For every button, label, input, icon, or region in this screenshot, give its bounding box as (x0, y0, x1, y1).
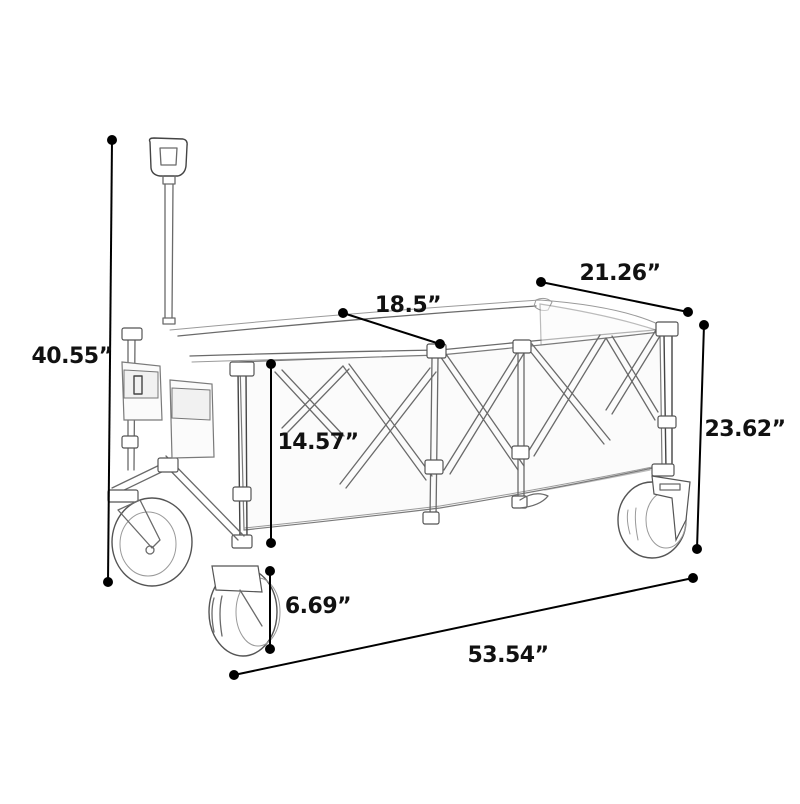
wheel-back-left (111, 497, 193, 587)
dim-basket-depth (266, 359, 276, 548)
scissor-frame (274, 329, 661, 489)
label-overall-length: 53.54” (467, 643, 549, 668)
wheel-front-left (208, 565, 281, 657)
wheels (111, 475, 691, 657)
telescoping-handle (148, 137, 188, 325)
label-body-height: 23.62” (704, 417, 786, 442)
label-basket-depth: 14.57” (277, 430, 359, 455)
label-basket-length: 18.5” (374, 293, 442, 318)
dim-basket-length (338, 308, 445, 349)
frame-posts (107, 321, 679, 549)
label-overall-height: 40.55” (31, 344, 113, 369)
dim-basket-width (536, 277, 693, 317)
dim-overall-length (229, 573, 698, 680)
dimension-lines (103, 135, 709, 680)
label-basket-width: 21.26” (579, 261, 661, 286)
label-wheel-height: 6.69” (284, 594, 352, 619)
dim-body-height (692, 320, 709, 554)
dim-wheel-height (265, 566, 275, 654)
wheel-right (617, 475, 691, 559)
dim-overall-height (103, 135, 117, 587)
wagon-illustration (107, 137, 691, 657)
side-pockets (121, 361, 215, 459)
